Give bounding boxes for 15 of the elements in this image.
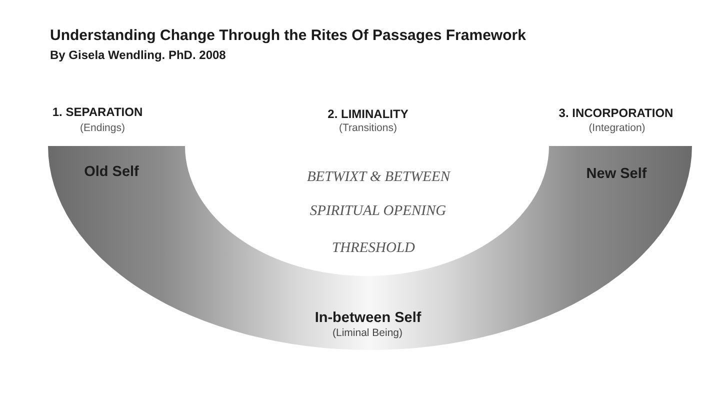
theme-text: BETWIXT & BETWEEN xyxy=(306,169,450,186)
stage-subtitle: (Endings) xyxy=(80,122,125,134)
stage-heading: 3. INCORPORATION xyxy=(558,107,674,121)
stage-label: In-between Self xyxy=(314,310,422,327)
stage-label: New Self xyxy=(586,166,647,183)
diagram-title: Understanding Change Through the Rites Of Passages Framework xyxy=(50,27,526,44)
theme-text: SPIRITUAL OPENING xyxy=(310,203,446,220)
stage-heading: 2. LIMINALITY xyxy=(328,108,408,122)
stage-subtitle: (Integration) xyxy=(588,122,646,134)
stage-heading: 1. SEPARATION xyxy=(52,106,143,120)
stage-sublabel: (Liminal Being) xyxy=(332,327,403,340)
stage-subtitle: (Transitions) xyxy=(339,122,397,134)
stage-label: Old Self xyxy=(84,164,139,181)
author-credit: By Gisela Wendling. PhD. 2008 xyxy=(50,49,226,63)
theme-text: THRESHOLD xyxy=(332,240,415,257)
